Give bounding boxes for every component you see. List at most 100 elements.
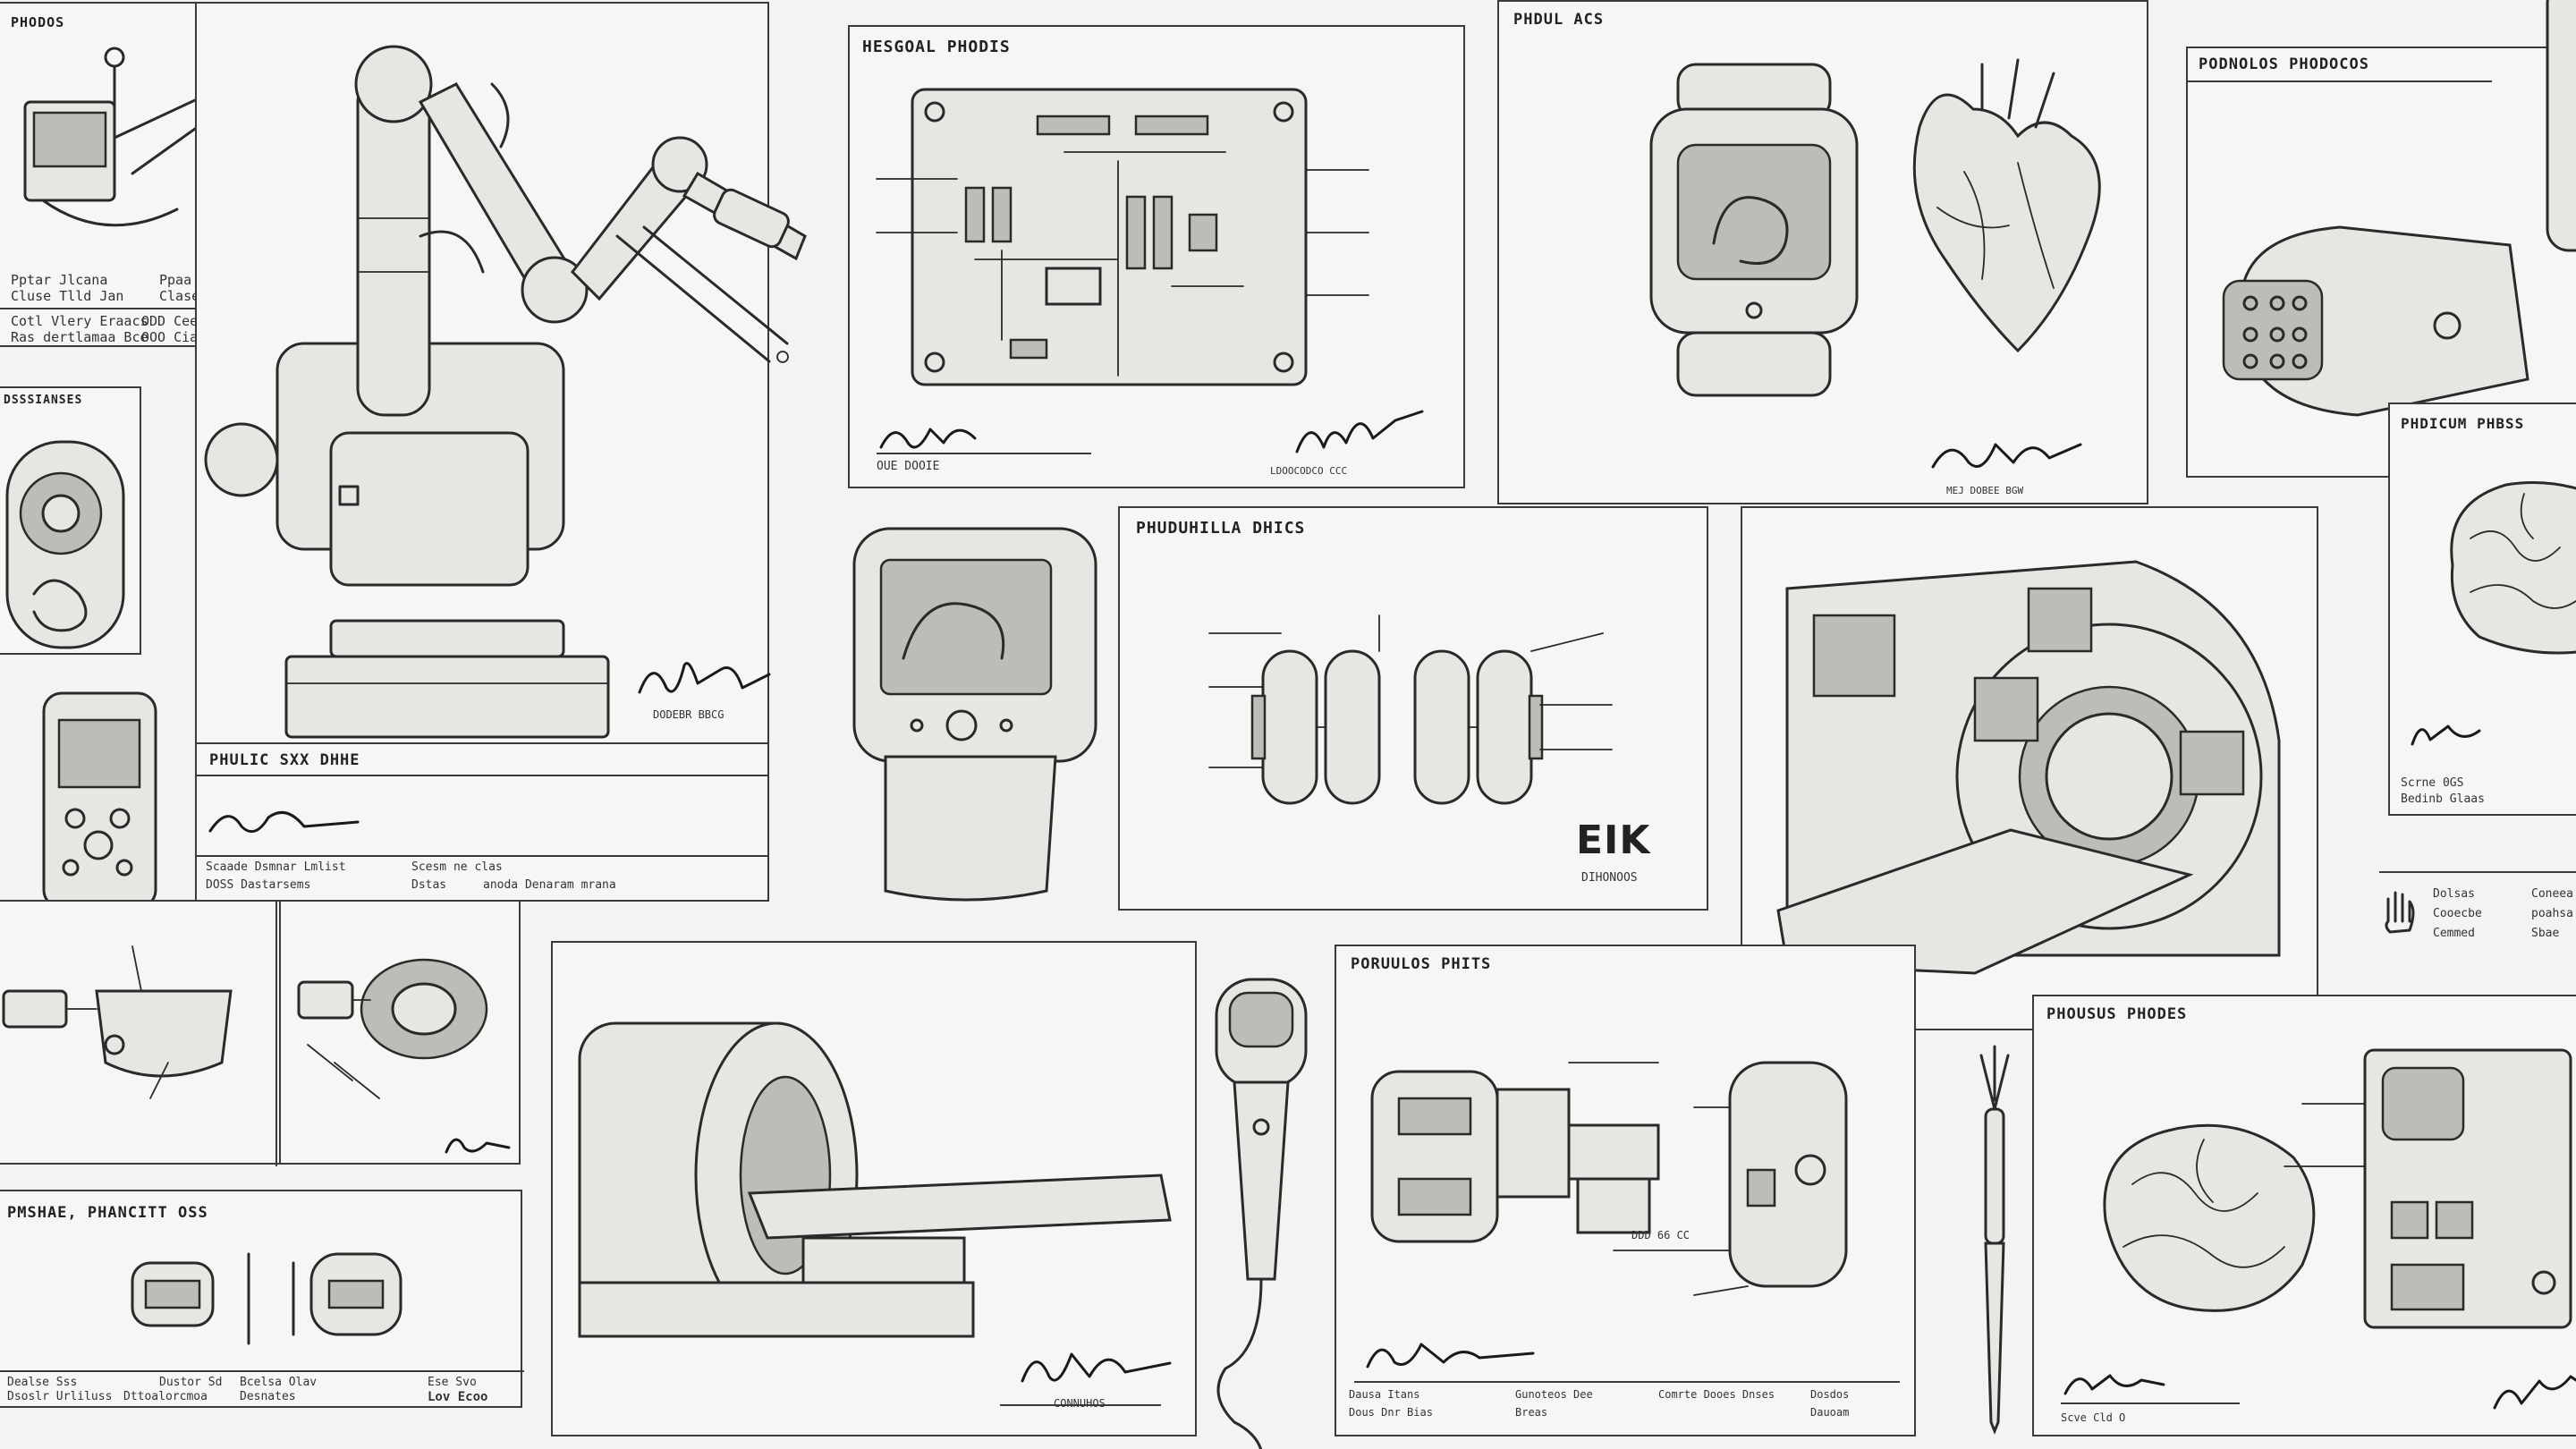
legend-item: poahsa [2531, 907, 2573, 920]
heart-icon [1912, 58, 2101, 353]
mark-label: DIHONOOS [1581, 871, 1638, 885]
legend-item: Dolsas [2433, 887, 2475, 901]
divider [0, 308, 302, 309]
circuit-module-icon [2284, 1048, 2572, 1329]
note: Comrte Dooes Dnses [1658, 1388, 1775, 1401]
note: Ras dertlamaa Bce [11, 329, 148, 345]
handheld-monitor-icon [42, 691, 157, 910]
callout-label: DDD 66 CC [1631, 1229, 1690, 1241]
note: Dauoam [1810, 1406, 1850, 1419]
hand-icon [2385, 891, 2415, 934]
note: Scaade Dsmnar Lmlist [206, 860, 346, 874]
patent-panel-brain: PHOUSUS PHODES Scve Cld O [2032, 995, 2576, 1436]
patent-panel-mri: CONNUHOS [551, 941, 1197, 1436]
panel-title: PHODOS [11, 14, 65, 30]
pcb-icon [876, 88, 1369, 386]
signature-label: CONNUHOS [1054, 1397, 1106, 1410]
patent-panel-left-lower: PMSHAE, PHANCITT OSS Dealse Sss Dsoslr U… [0, 1190, 524, 1408]
phone-icon [2546, 0, 2576, 252]
signature [445, 1138, 511, 1154]
signature [1366, 1343, 1535, 1368]
signature-label: LDOOCODCO CCC [1270, 465, 1348, 477]
panel-title: PMSHAE, PHANCITT OSS [7, 1204, 208, 1222]
note: Ese Svo [428, 1376, 477, 1389]
divider [197, 775, 769, 776]
legend-item: Sbae [2531, 927, 2560, 940]
note: anoda Denaram mrana [483, 878, 616, 892]
panel-title: HESGOAL PHODIS [862, 38, 1011, 56]
note: Lov Ecoo [428, 1390, 488, 1404]
divider [197, 855, 769, 857]
signature [208, 810, 360, 834]
panel-title: PHDUL ACS [1513, 11, 1605, 29]
note: Dstas [411, 878, 447, 892]
patent-panel-far-right: PHDICUM PHBSS Scrne 0GS Bedinb Glaas [2388, 402, 2576, 816]
note: Bcelsa Olav [240, 1376, 318, 1389]
signature [1021, 1352, 1172, 1383]
divider [1354, 1381, 1900, 1383]
note: Dous Dnr Bias [1349, 1406, 1433, 1419]
signature [1931, 443, 2082, 469]
exploded-device-icon [1370, 1061, 1848, 1296]
implant-pair-icon [131, 1252, 402, 1345]
note: Pptar Jlcana [11, 272, 108, 288]
note: Dttoalorcmoa [123, 1390, 208, 1403]
note: Dsoslr Urliluss [7, 1390, 113, 1403]
patent-panel-left-devices [0, 900, 283, 1166]
divider [0, 1370, 524, 1372]
panel-title: PORUULOS PHITS [1351, 955, 1492, 973]
divider [275, 902, 277, 1166]
panel-title: DSSSIANSES [4, 394, 83, 407]
divider [1000, 1404, 1161, 1406]
signature [638, 662, 771, 694]
legend-block: Dolsas Cooecbe Cemmed Coneea poahsa Sbae [2370, 868, 2576, 966]
note: Desnates [240, 1390, 296, 1403]
note: Dausa Itans [1349, 1388, 1420, 1401]
note: Dosdos [1810, 1388, 1850, 1401]
panel-title: PHUDUHILLA DHICS [1136, 519, 1306, 538]
panel-footer: OUE DOOIE [877, 460, 940, 473]
signature [1295, 410, 1424, 453]
divider [197, 742, 769, 744]
patent-panel-wearable: PHDUL ACS MEJ DOBEE BGW [1497, 0, 2148, 504]
panel-title: PODNOLOS PHODOCOS [2199, 55, 2369, 73]
signature [2063, 1374, 2165, 1395]
patent-panel-left-mid: DSSSIANSES [0, 386, 141, 655]
patent-panel-circuit: HESGOAL PHODIS OUE DOOIE LDOOCODCO CCC [848, 25, 1465, 488]
patent-panel-scanner [1741, 506, 2318, 1030]
note: Dustor Sd [159, 1376, 223, 1389]
capsule-array-icon [1208, 614, 1613, 805]
mri-scanner-icon [1776, 560, 2281, 975]
wristband-icon [2222, 225, 2529, 417]
embryo-device-icon [5, 440, 125, 649]
divider [2188, 80, 2492, 82]
pill-logo-mark: EIK [1576, 818, 1651, 863]
panel-title: PHDICUM PHBSS [2401, 415, 2525, 432]
mri-scanner-icon [578, 1021, 1172, 1338]
signature [2411, 724, 2481, 746]
ultrasound-probe-icon [1215, 978, 1308, 1449]
note: Scrne 0GS [2401, 776, 2464, 790]
portable-ultrasound-icon [852, 527, 1097, 902]
legend-item: Cooecbe [2433, 907, 2482, 920]
divider [877, 453, 1091, 454]
pacemaker-icon [297, 958, 488, 1099]
note: Cluse Tlld Jan [11, 288, 124, 304]
robot-arm-icon [204, 45, 807, 739]
note: Cotl Vlery Eraacs [11, 313, 148, 329]
brain-icon [2103, 1123, 2316, 1312]
signature [879, 428, 977, 449]
brain-icon [2450, 481, 2576, 655]
note: Gunoteos Dee [1515, 1388, 1593, 1401]
note: Scve Cld O [2061, 1411, 2126, 1424]
patent-panel-top-right: PODNOLOS PHODOCOS [2186, 47, 2576, 478]
signature [2493, 1375, 2576, 1410]
divider [2061, 1402, 2240, 1404]
patent-panel-parts: PORUULOS PHITS DDD 66 CC Dausa Itans Dou… [1335, 945, 1916, 1436]
patent-panel-pacemaker [279, 900, 521, 1165]
panel-title: PHOUSUS PHODES [2046, 1005, 2188, 1023]
legend-item: Cemmed [2433, 927, 2475, 940]
scalpel-icon [1979, 1045, 2010, 1436]
divider [2379, 871, 2576, 873]
note: Breas [1515, 1406, 1548, 1419]
